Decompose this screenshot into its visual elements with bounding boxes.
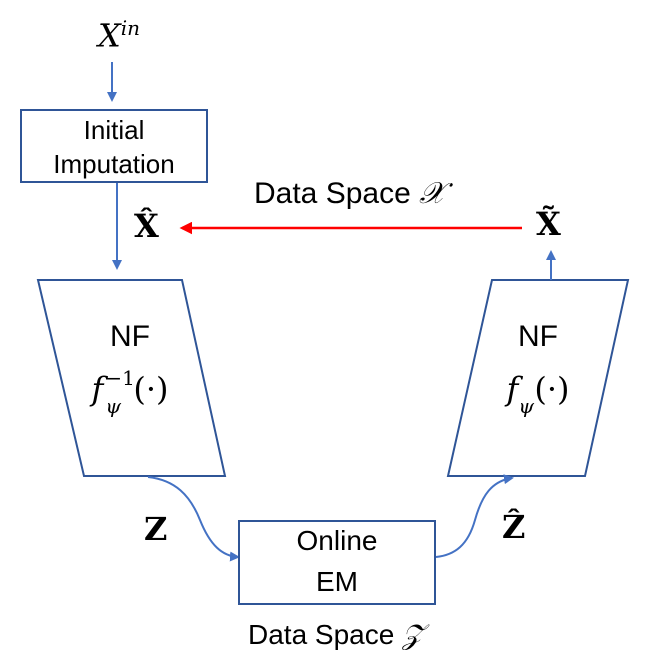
z-curve-arrow bbox=[147, 476, 240, 562]
online-em-box bbox=[238, 520, 436, 605]
initial-imputation-line2: Imputation bbox=[53, 149, 175, 179]
input-label-sup: in bbox=[120, 16, 141, 40]
data-space-x-symbol: 𝒳 bbox=[419, 176, 445, 211]
data-space-z-symbol: 𝒵 bbox=[402, 618, 424, 651]
data-space-x-label: Data Space 𝒳 bbox=[254, 176, 445, 211]
nf-left-title: NF bbox=[110, 320, 150, 353]
z-hat-curve-arrow bbox=[435, 474, 514, 558]
z-hat-label: Ẑ bbox=[502, 508, 526, 546]
nf-right-title: NF bbox=[518, 320, 558, 353]
input-label: Xin bbox=[98, 16, 141, 55]
z-label: Z bbox=[144, 510, 168, 548]
initial-imputation-box bbox=[20, 109, 208, 183]
data-space-z-label: Data Space 𝒵 bbox=[248, 618, 423, 652]
nf-left-sup: −1 bbox=[105, 366, 135, 390]
nf-forward-block bbox=[446, 279, 630, 477]
initial-imputation-line1: Initial bbox=[83, 115, 145, 145]
nf-inverse-block bbox=[36, 279, 227, 477]
data-space-z-text: Data Space bbox=[248, 619, 395, 650]
x-hat-label: X̂ bbox=[134, 207, 159, 245]
x-tilde-label: X̃ bbox=[536, 205, 561, 243]
nf-left-sub: ψ bbox=[105, 394, 122, 418]
nf-right-sub: ψ bbox=[518, 394, 535, 418]
online-em-line2: EM bbox=[316, 566, 358, 597]
online-em-line1: Online bbox=[296, 525, 378, 556]
data-space-x-text: Data Space bbox=[254, 177, 411, 210]
